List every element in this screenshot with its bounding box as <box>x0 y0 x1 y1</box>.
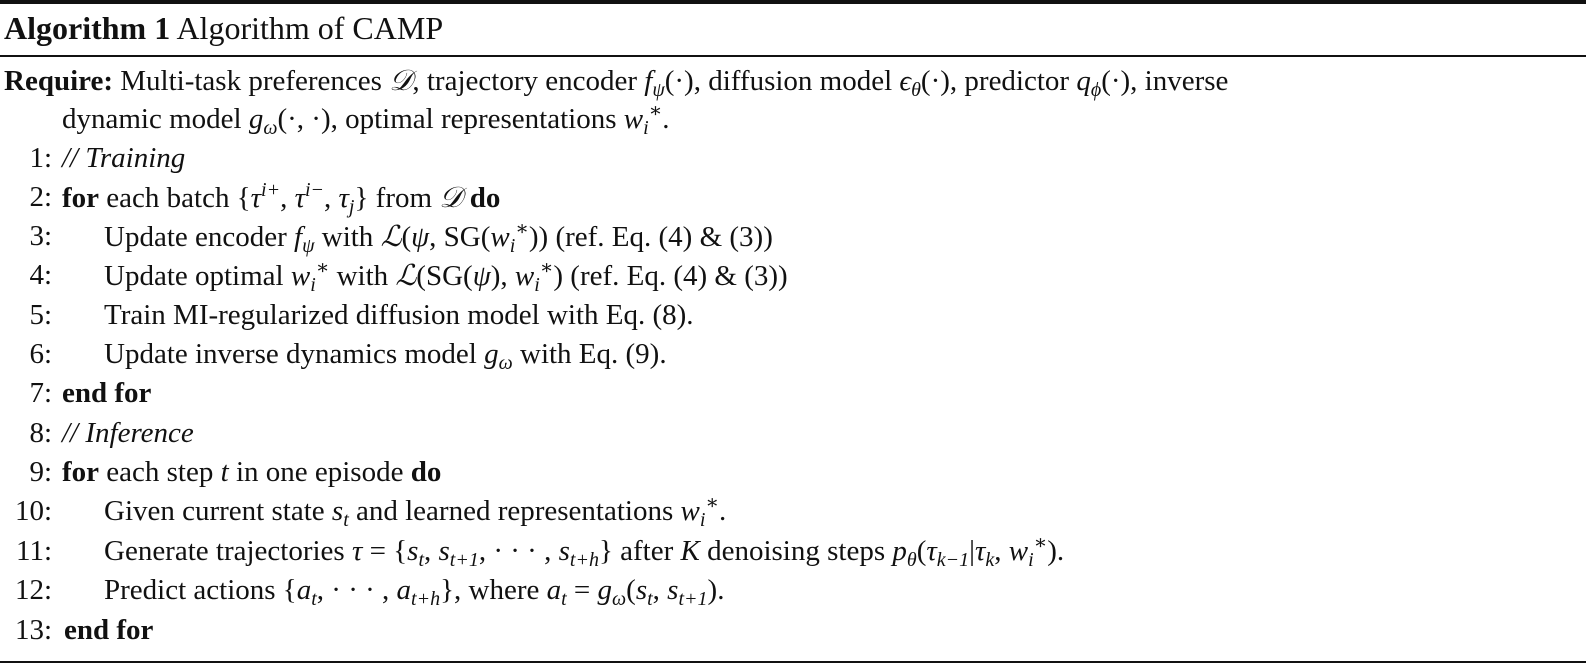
caption-rule <box>0 55 1586 57</box>
algorithm-caption: Algorithm 1 Algorithm of CAMP <box>4 6 443 50</box>
require-keyword: Require: <box>4 65 114 97</box>
bottom-rule <box>0 661 1586 663</box>
caption-label: Algorithm 1 <box>4 10 171 46</box>
caption-title: Algorithm of CAMP <box>176 10 444 46</box>
top-rule <box>0 0 1586 4</box>
